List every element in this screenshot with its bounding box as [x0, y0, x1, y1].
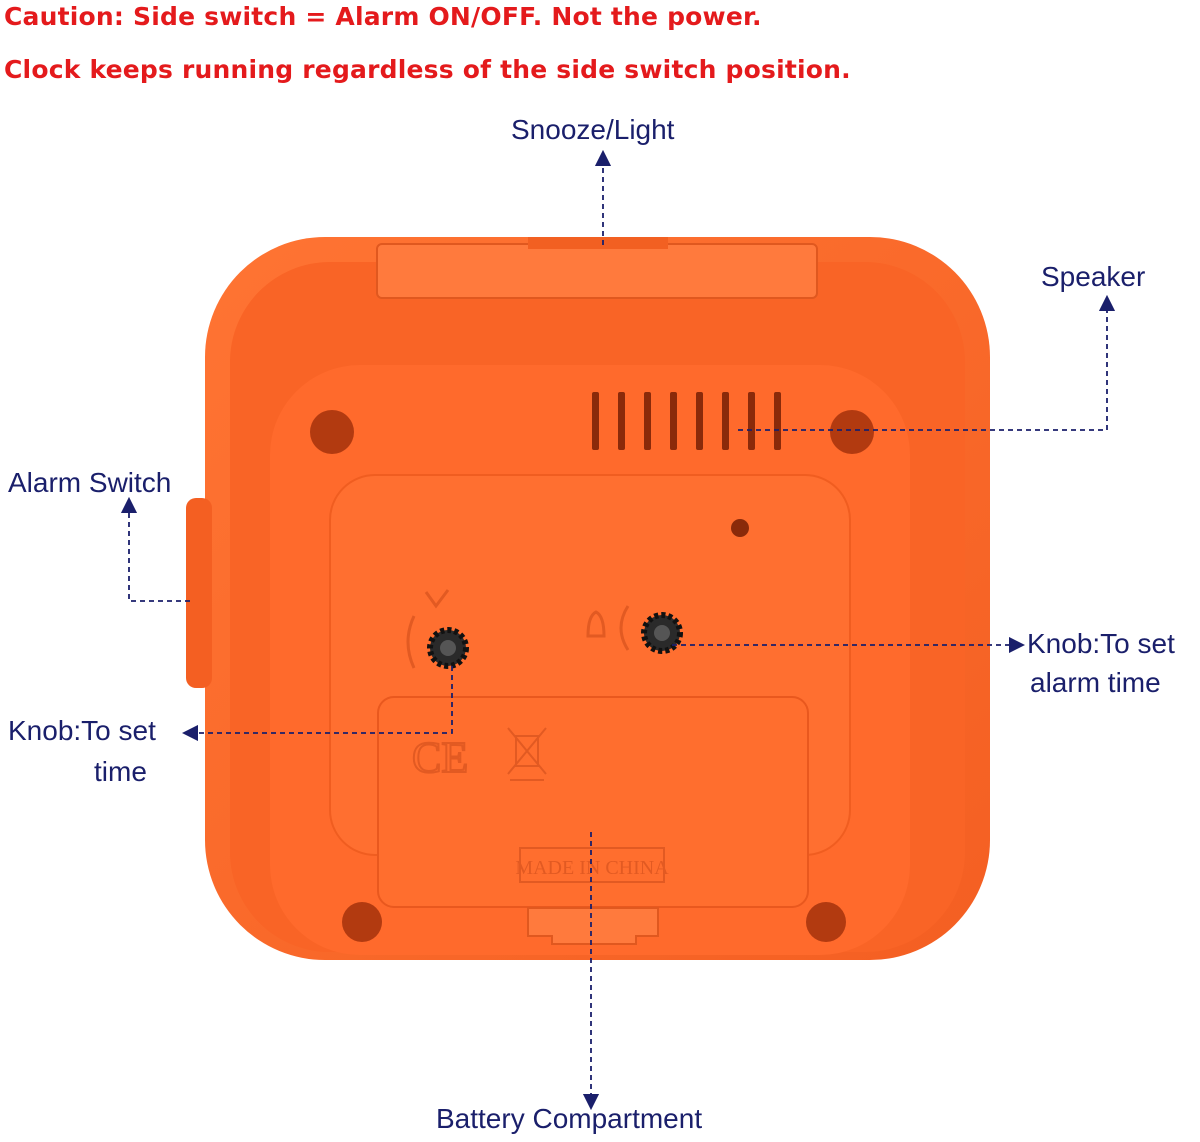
time-icon [406, 589, 450, 669]
label-knob-time-line2: time [94, 756, 147, 787]
made-in-china-box [519, 847, 665, 883]
recycle-bin-crossed-icon [507, 727, 547, 781]
reset-hole[interactable] [731, 519, 749, 537]
screw-hole-top-left [310, 410, 354, 454]
alarm-switch[interactable] [186, 498, 212, 688]
leader-lines [120, 149, 1116, 1111]
screw-hole-bottom-right [806, 902, 846, 942]
leader-knob-time [181, 666, 453, 742]
label-knob-alarm-line1: Knob:To set [1027, 628, 1175, 659]
label-alarm-switch: Alarm Switch [8, 467, 172, 498]
snooze-light-bar[interactable] [376, 243, 818, 299]
alarm-set-knob[interactable] [641, 612, 683, 654]
label-battery-compartment: Battery Compartment [436, 1103, 703, 1134]
speaker-grille [592, 392, 781, 450]
label-snooze-light: Snooze/Light [511, 114, 675, 145]
battery-latch[interactable] [527, 907, 659, 945]
leader-speaker [738, 294, 1116, 431]
made-in-china-text: MADE IN CHINA [515, 857, 669, 879]
caution-line-2: Clock keeps running regardless of the si… [4, 55, 851, 84]
time-set-knob[interactable] [427, 627, 469, 669]
leader-alarm-switch [120, 496, 190, 602]
caution-line-1: Caution: Side switch = Alarm ON/OFF. Not… [4, 2, 762, 31]
label-speaker: Speaker [1041, 261, 1146, 292]
bell-icon [586, 605, 630, 651]
screw-hole-bottom-left [342, 902, 382, 942]
screw-hole-top-right [830, 410, 874, 454]
ce-mark: CE [412, 733, 468, 782]
label-knob-time-line1: Knob:To set [8, 715, 156, 746]
label-knob-alarm-line2: alarm time [1030, 667, 1161, 698]
snooze-light-tab [528, 237, 668, 249]
